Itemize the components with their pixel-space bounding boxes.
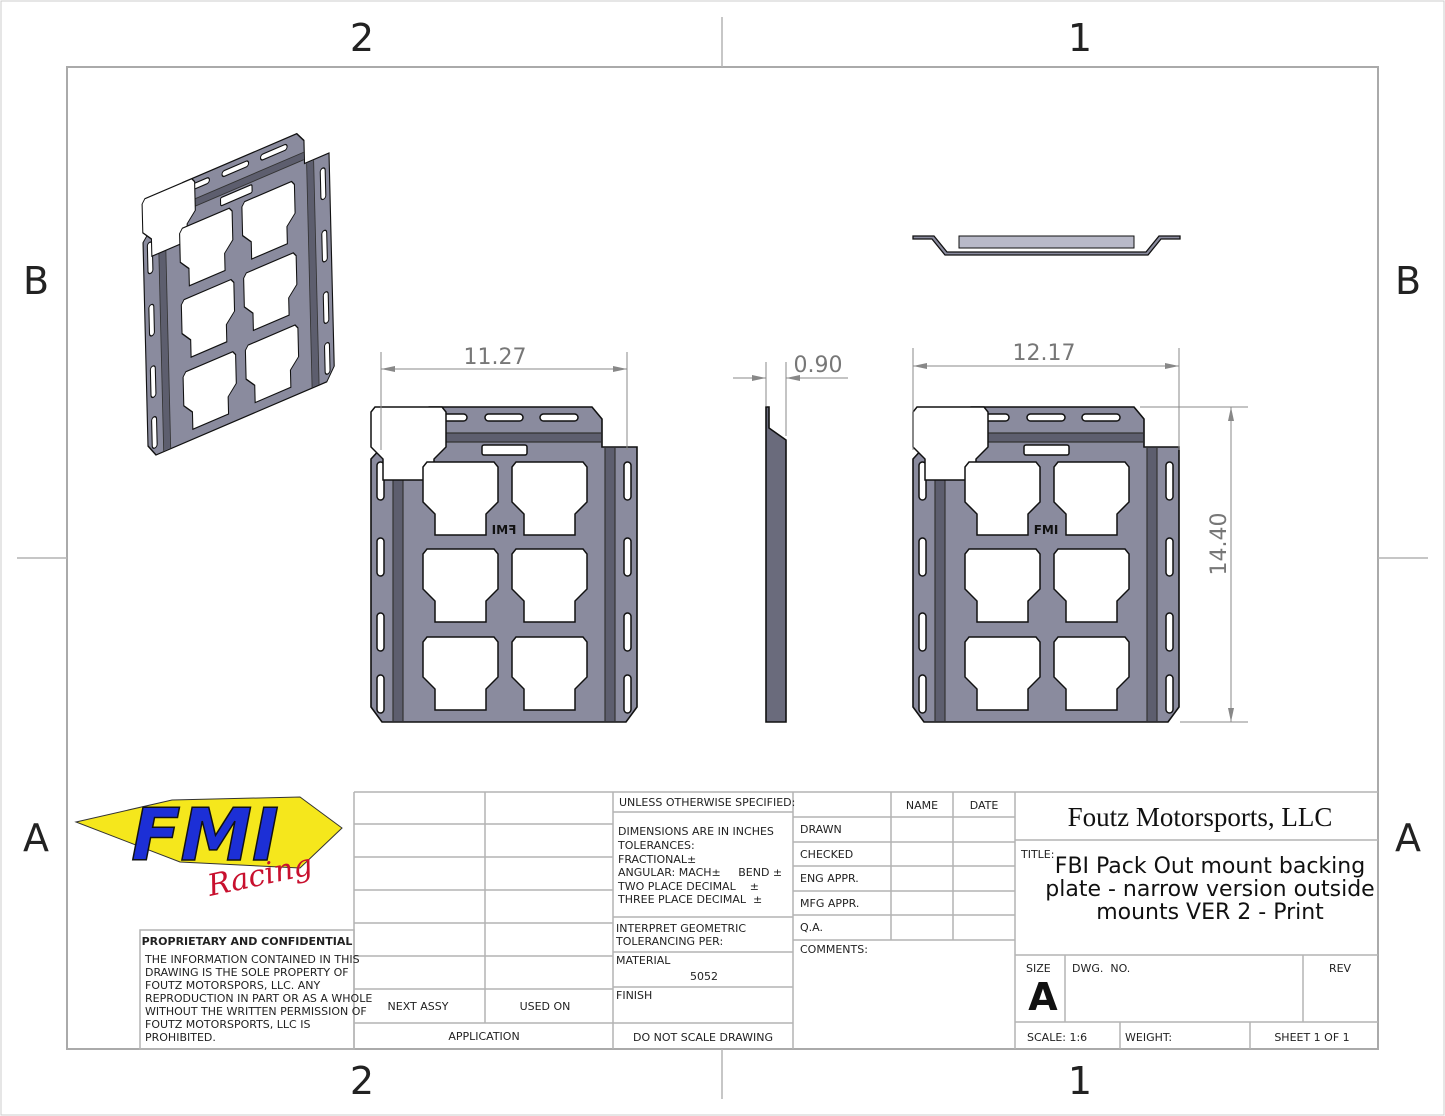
- zone-label-right: A: [1395, 816, 1421, 860]
- company-name: Foutz Motorsports, LLC: [1068, 802, 1333, 832]
- zone-label-left: A: [23, 816, 49, 860]
- fmi-racing-logo: FMI Racing: [74, 792, 343, 904]
- material-value: 5052: [690, 970, 718, 983]
- side-view: 0.90: [733, 353, 848, 723]
- finish-label: FINISH: [616, 989, 652, 1002]
- do-not-scale-label: DO NOT SCALE DRAWING: [633, 1031, 773, 1044]
- height-dimension: 14.40: [1140, 406, 1248, 723]
- tolerance-line: FRACTIONAL±: [618, 853, 696, 866]
- title-label: TITLE:: [1020, 848, 1054, 861]
- tolerance-line: THREE PLACE DECIMAL ±: [617, 893, 762, 906]
- proprietary-line: DRAWING IS THE SOLE PROPERTY OF: [145, 966, 349, 979]
- width-dimension-left: 11.27: [380, 345, 628, 450]
- next-assy-label: NEXT ASSY: [388, 1000, 449, 1013]
- drawing-title-line: plate - narrow version outside: [1045, 877, 1374, 902]
- width-dimension-right: 12.17: [912, 341, 1180, 450]
- front-view: FMI: [370, 406, 638, 723]
- zone-label-bottom: 1: [1068, 1059, 1092, 1103]
- name-header: NAME: [906, 799, 938, 812]
- used-on-label: USED ON: [520, 1000, 571, 1013]
- tolerance-line: TOLERANCES:: [617, 839, 695, 852]
- tolerance-line: DIMENSIONS ARE IN INCHES: [618, 825, 774, 838]
- drawing-title-line: FBI Pack Out mount backing: [1055, 854, 1365, 879]
- title-block-grid: [139, 791, 1378, 1050]
- engraving-text: FMI: [492, 523, 517, 537]
- dwg-no-label: DWG. NO.: [1072, 962, 1130, 975]
- application-label: APPLICATION: [448, 1030, 519, 1043]
- top-view: [912, 235, 1181, 256]
- approval-row-drawn: DRAWN: [800, 823, 842, 836]
- approval-row-qa: Q.A.: [800, 921, 823, 934]
- dimension-value: 11.27: [464, 345, 527, 370]
- size-value: A: [1028, 975, 1058, 1019]
- unless-specified-header: UNLESS OTHERWISE SPECIFIED:: [619, 796, 795, 809]
- isometric-view: [141, 119, 336, 459]
- approval-row-eng: ENG APPR.: [800, 872, 859, 885]
- logo-text: FMI: [131, 793, 279, 877]
- scale-label: SCALE: 1:6: [1027, 1031, 1087, 1044]
- engraving-text: FMI: [1034, 523, 1059, 537]
- zone-label-top: 1: [1068, 16, 1092, 60]
- comments-label: COMMENTS:: [800, 943, 868, 956]
- date-header: DATE: [970, 799, 999, 812]
- sheet-label: SHEET 1 OF 1: [1274, 1031, 1349, 1044]
- front-view-dimensioned: FMI: [912, 406, 1180, 723]
- dimension-value: 12.17: [1013, 341, 1076, 366]
- proprietary-line: REPRODUCTION IN PART OR AS A WHOLE: [145, 992, 372, 1005]
- material-label: MATERIAL: [616, 954, 671, 967]
- tolerance-line: TWO PLACE DECIMAL ±: [617, 880, 759, 893]
- size-label: SIZE: [1026, 962, 1051, 975]
- proprietary-line: THE INFORMATION CONTAINED IN THIS: [144, 953, 360, 966]
- proprietary-line: FOUTZ MOTORSPORS, LLC. ANY: [145, 979, 321, 992]
- zone-label-bottom: 2: [350, 1059, 374, 1103]
- zone-label-top: 2: [350, 16, 374, 60]
- approval-row-mfg: MFG APPR.: [800, 897, 859, 910]
- drawing-title-line: mounts VER 2 - Print: [1096, 900, 1324, 925]
- tolerance-line: ANGULAR: MACH± BEND ±: [618, 866, 782, 879]
- zone-label-right: B: [1395, 259, 1421, 303]
- proprietary-notice: PROPRIETARY AND CONFIDENTIAL THE INFORMA…: [142, 935, 373, 1044]
- approval-row-checked: CHECKED: [800, 848, 853, 861]
- proprietary-heading: PROPRIETARY AND CONFIDENTIAL: [142, 935, 353, 948]
- interpret-line: INTERPRET GEOMETRIC: [616, 922, 746, 935]
- dimension-value: 14.40: [1207, 513, 1232, 576]
- proprietary-line: FOUTZ MOTORSPORTS, LLC IS: [145, 1018, 310, 1031]
- zone-label-left: B: [23, 259, 49, 303]
- proprietary-line: WITHOUT THE WRITTEN PERMISSION OF: [145, 1005, 367, 1018]
- rev-label: REV: [1329, 962, 1352, 975]
- weight-label: WEIGHT:: [1125, 1031, 1172, 1044]
- interpret-line: TOLERANCING PER:: [615, 935, 723, 948]
- dimension-value: 0.90: [794, 353, 843, 378]
- proprietary-line: PROHIBITED.: [145, 1031, 216, 1044]
